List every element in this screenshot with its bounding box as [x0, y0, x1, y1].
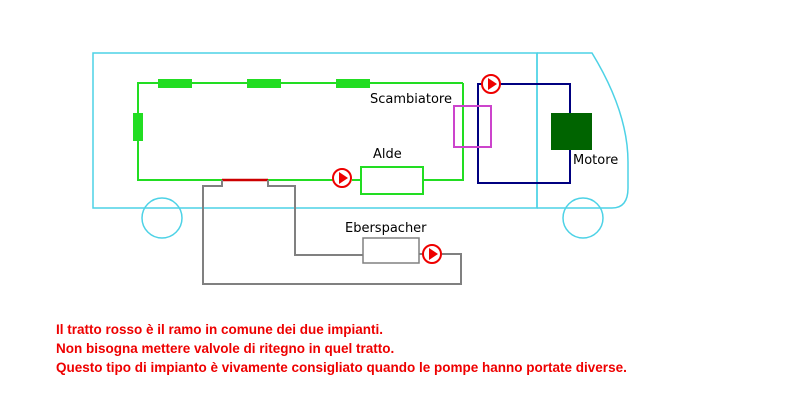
eberspacher-heater-icon	[362, 237, 420, 264]
explanatory-notes: Il tratto rosso è il ramo in comune dei …	[56, 320, 627, 377]
alde-heater-icon	[360, 166, 424, 195]
radiator-icon	[247, 79, 281, 88]
circulation-pump-icon	[481, 74, 501, 94]
note-line: Non bisogna mettere valvole di ritegno i…	[56, 341, 395, 356]
rear-wheel	[141, 197, 183, 239]
motore-label: Motore	[573, 153, 618, 168]
engine-circuit	[477, 83, 592, 184]
eberspacher-label: Eberspacher	[345, 221, 427, 236]
circulation-pump-icon	[422, 244, 442, 264]
engine-block	[551, 113, 592, 150]
heat-exchanger-icon	[453, 105, 492, 148]
circulation-pump-icon	[332, 168, 352, 188]
scambiatore-label: Scambiatore	[370, 92, 452, 107]
alde-circuit	[133, 79, 464, 195]
alde-label: Alde	[373, 147, 402, 162]
radiator-icon	[133, 113, 143, 141]
front-wheel	[562, 197, 604, 239]
engine-pipe	[477, 83, 571, 184]
radiator-icon	[158, 79, 192, 88]
note-line: Il tratto rosso è il ramo in comune dei …	[56, 322, 384, 337]
alde-pipe	[137, 82, 464, 181]
vehicle-outline	[92, 52, 629, 239]
radiator-icon	[336, 79, 370, 88]
vehicle-cab	[537, 52, 629, 209]
note-line: Questo tipo di impianto è vivamente cons…	[56, 360, 627, 375]
vehicle-body	[92, 52, 538, 209]
